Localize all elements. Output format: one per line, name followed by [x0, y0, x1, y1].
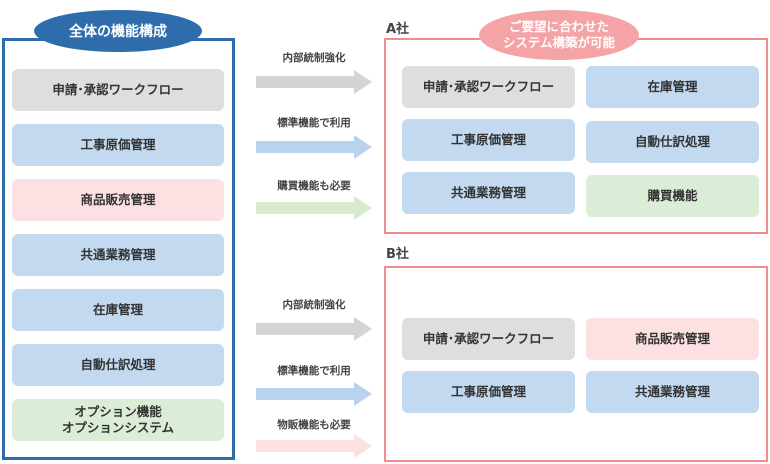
company-a-label: A社 [386, 22, 410, 37]
left-item-construction-cost: 工事原価管理 [12, 124, 224, 166]
left-item-inventory: 在庫管理 [12, 289, 224, 331]
a-item-workflow: 申請･承認ワークフロー [402, 66, 575, 108]
left-item-common-ops: 共通業務管理 [12, 234, 224, 276]
left-item-auto-journal: 自動仕訳処理 [12, 344, 224, 386]
arrow-b-3 [256, 434, 372, 458]
a-item-auto-journal: 自動仕訳処理 [586, 121, 759, 163]
arrow-b-2-label: 標準機能で利用 [277, 365, 351, 377]
company-b-frame [384, 266, 768, 462]
b-item-common-ops: 共通業務管理 [586, 371, 759, 413]
left-item-options: オプション機能 オプションシステム [12, 399, 224, 441]
b-item-construction-cost: 工事原価管理 [402, 371, 575, 413]
company-b-label: B社 [386, 247, 409, 262]
arrow-a-3-label: 購買機能も必要 [277, 180, 351, 192]
left-item-sales: 商品販売管理 [12, 179, 224, 221]
arrow-a-2 [256, 135, 372, 159]
arrow-b-1-label: 内部統制強化 [282, 299, 346, 311]
a-item-inventory: 在庫管理 [586, 66, 759, 108]
arrow-a-1 [256, 70, 372, 94]
b-item-workflow: 申請･承認ワークフロー [402, 318, 575, 360]
custom-build-callout: ご要望に合わせた システム構築が可能 [479, 10, 639, 60]
arrow-a-1-label: 内部統制強化 [282, 52, 346, 64]
arrow-b-2 [256, 382, 372, 406]
a-item-common-ops: 共通業務管理 [402, 172, 575, 214]
left-item-workflow: 申請･承認ワークフロー [12, 69, 224, 111]
arrow-a-2-label: 標準機能で利用 [277, 117, 351, 129]
all-functions-title: 全体の機能構成 [34, 10, 202, 52]
arrow-a-3 [256, 196, 372, 220]
arrow-b-3-label: 物販機能も必要 [277, 419, 351, 431]
arrow-b-1 [256, 317, 372, 341]
b-item-sales: 商品販売管理 [586, 318, 759, 360]
a-item-purchasing: 購買機能 [586, 175, 759, 217]
a-item-construction-cost: 工事原価管理 [402, 119, 575, 161]
